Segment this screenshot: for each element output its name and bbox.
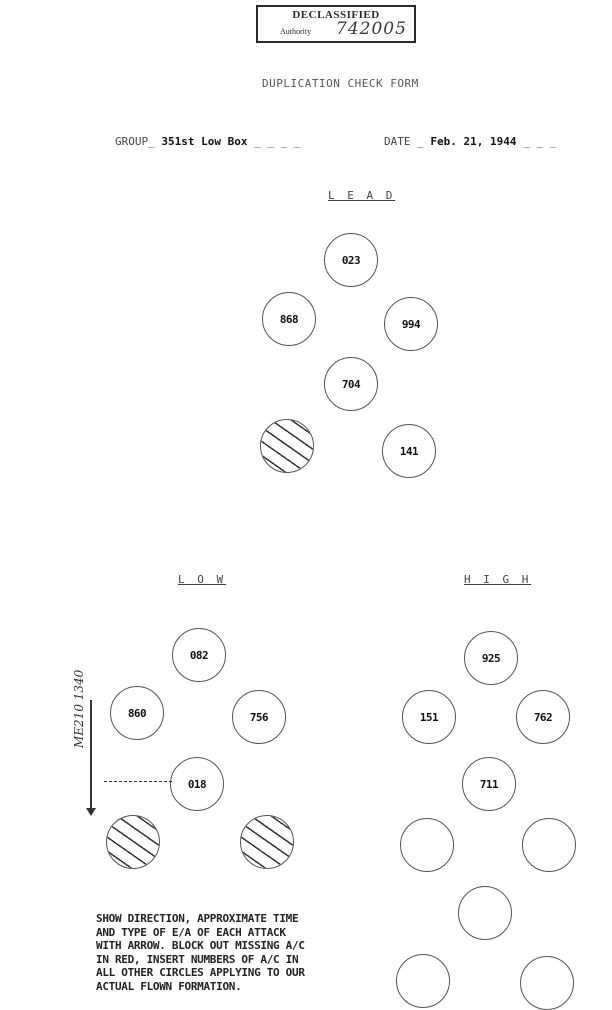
aircraft-number: 994 (401, 317, 421, 331)
aircraft-number: 082 (189, 648, 209, 662)
lead-position-6: 141 (382, 424, 436, 478)
aircraft-number: 756 (249, 710, 269, 724)
high-position-3: 762 (516, 690, 570, 744)
low-section-label: L O W (178, 573, 227, 586)
low-position-4: 018 (170, 757, 224, 811)
low-position-5-missing (106, 815, 160, 869)
missing-hatch (261, 420, 313, 472)
date-field: DATE _ Feb. 21, 1944 _ _ _ (384, 135, 557, 148)
missing-hatch (107, 816, 159, 868)
aircraft-number: 925 (481, 651, 501, 665)
attack-arrow-head (86, 808, 96, 816)
aircraft-number: 704 (341, 377, 361, 391)
aircraft-number: 141 (399, 444, 419, 458)
instruction-line: AND TYPE OF E/A OF EACH ATTACK (96, 925, 286, 939)
lead-position-3: 994 (384, 297, 438, 351)
aircraft-number: 018 (187, 777, 207, 791)
date-label: DATE (384, 135, 411, 148)
instruction-line: ALL OTHER CIRCLES APPLYING TO OUR (96, 966, 305, 979)
attack-direction-arrow (90, 700, 92, 812)
aircraft-number: 868 (279, 312, 299, 326)
high-position-2: 151 (402, 690, 456, 744)
instruction-line: ACTUAL FLOWN FORMATION. (96, 979, 242, 993)
attack-dashed-line (104, 781, 172, 782)
lead-position-4: 704 (324, 357, 378, 411)
lead-position-5-missing (260, 419, 314, 473)
aircraft-number: 762 (533, 710, 553, 724)
low-position-2: 860 (110, 686, 164, 740)
declassified-stamp: DECLASSIFIED Authority 742005 (256, 5, 416, 43)
stamp-authority-value: 742005 (336, 19, 407, 39)
date-value: Feb. 21, 1944 (430, 135, 517, 148)
aircraft-number: 151 (419, 710, 439, 724)
low-position-1: 082 (172, 628, 226, 682)
lead-position-2: 868 (262, 292, 316, 346)
group-field: GROUP_ 351st Low Box _ _ _ _ (115, 135, 301, 148)
group-label: GROUP (115, 135, 149, 148)
stamp-title: DECLASSIFIED (292, 9, 380, 21)
high-section-label: H I G H (464, 573, 532, 586)
high-position-4: 711 (462, 757, 516, 811)
instruction-line: WITH ARROW. BLOCK OUT MISSING A/C (96, 939, 305, 952)
missing-hatch (241, 816, 293, 868)
aircraft-number: 023 (341, 253, 361, 267)
form-title: DUPLICATION CHECK FORM (262, 77, 419, 90)
aircraft-number: 711 (479, 777, 499, 791)
instruction-line: IN RED, INSERT NUMBERS OF A/C IN (96, 952, 299, 966)
high-position-5 (400, 818, 454, 872)
low-position-6-missing (240, 815, 294, 869)
high-position-1: 925 (464, 631, 518, 685)
attack-annotation: ME210 1340 (72, 669, 86, 748)
high-position-7 (458, 886, 512, 940)
group-value: 351st Low Box (161, 135, 248, 148)
instruction-line: SHOW DIRECTION, APPROXIMATE TIME (96, 912, 299, 925)
stamp-authority-label: Authority (280, 27, 312, 36)
lead-position-1: 023 (324, 233, 378, 287)
lead-section-label: L E A D (328, 189, 396, 202)
high-position-9 (520, 956, 574, 1010)
high-position-6 (522, 818, 576, 872)
instructions-block: SHOW DIRECTION, APPROXIMATE TIME AND TYP… (96, 912, 376, 993)
low-position-3: 756 (232, 690, 286, 744)
aircraft-number: 860 (127, 706, 147, 720)
